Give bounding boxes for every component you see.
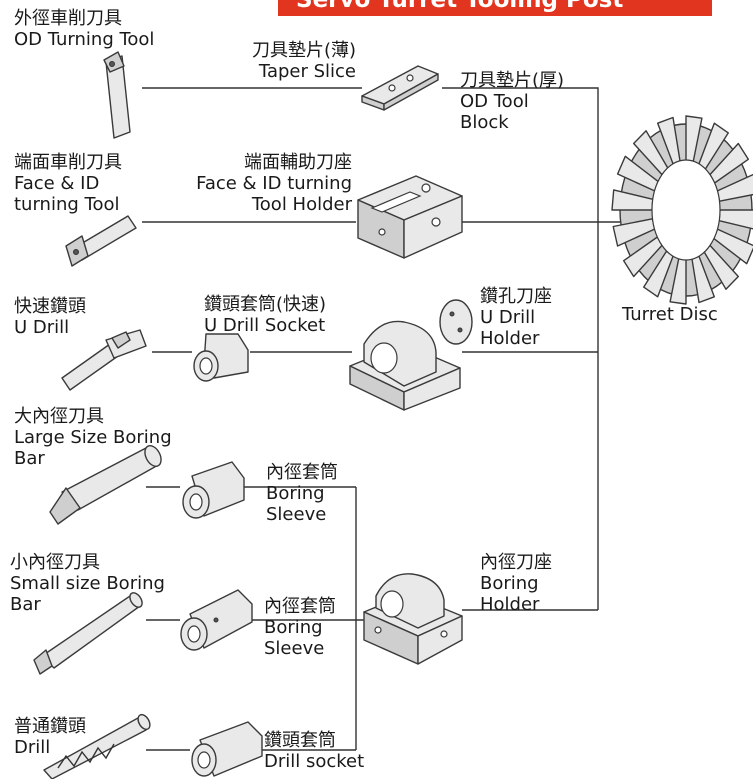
boring-sleeve-1-illustration [182,461,245,519]
label-en: Taper Slice [258,61,356,82]
label-en: Turret Disc [622,304,718,325]
label-zh: 刀具墊片(厚) [460,70,565,91]
label-en: Boring [264,617,323,638]
label-drill: 普通鑽頭 Drill [14,716,86,758]
label-boring-holder: 內徑刀座 Boring Holder [480,552,552,615]
label-en: Bar [14,448,45,469]
label-en: Tool Holder [251,194,352,215]
label-od-tool-block: 刀具墊片(厚) OD Tool Block [460,70,564,133]
label-zh: 外徑車削刀具 [14,8,122,29]
connector-trunk-right [442,87,599,610]
face-id-holder-illustration [357,175,463,259]
label-zh: 刀具墊片(薄) [251,40,356,61]
label-en: Small size Boring [10,573,165,594]
label-en: U Drill Socket [204,315,326,336]
label-face-id-holder: 端面輔助刀座 Face & ID turning Tool Holder [166,152,352,215]
label-drill-socket: 鑽頭套筒 Drill socket [264,730,364,772]
label-turret-disc: Turret Disc [622,304,718,325]
label-boring-sleeve-2: 內徑套筒 Boring Sleeve [264,596,336,659]
face-id-tool-illustration [65,215,137,267]
label-boring-sleeve-1: 內徑套筒 Boring Sleeve [266,462,338,525]
label-en: Boring [266,483,325,504]
label-en: Face & ID [14,173,100,194]
label-zh: 鑽頭套筒 [264,730,336,751]
label-zh: 內徑套筒 [266,462,338,483]
label-zh: 鑽頭套筒(快速) [204,294,327,315]
label-u-drill-holder: 鑽孔刀座 U Drill Holder [480,286,552,349]
title-bar: Servo Turret Tooling Post [278,0,712,16]
label-small-boring-bar: 小內徑刀具 Small size Boring Bar [10,552,165,615]
label-zh: 大內徑刀具 [14,406,104,427]
od-turning-tool-illustration [103,51,131,139]
label-en: Large Size Boring [14,427,172,448]
label-en: Holder [480,594,540,615]
label-en: Boring [480,573,539,594]
label-u-drill-socket: 鑽頭套筒(快速) U Drill Socket [204,294,326,336]
taper-slice-illustration [361,65,439,111]
page-title: Servo Turret Tooling Post [296,0,624,13]
label-zh: 鑽孔刀座 [480,286,552,307]
u-drill-holder-illustration [349,299,473,411]
turret-center-bore [651,159,721,261]
label-zh: 普通鑽頭 [14,716,86,737]
label-zh: 快速鑽頭 [14,296,86,317]
label-en: Block [460,112,509,133]
label-en: Bar [10,594,41,615]
label-en: U Drill [14,317,70,338]
label-en: Drill socket [264,751,365,772]
connector-lines [142,87,620,751]
label-zh: 小內徑刀具 [10,552,100,573]
boring-holder-illustration [363,573,463,665]
label-en: U Drill [480,307,536,328]
label-en: Drill [14,737,51,758]
u-drill-illustration [61,329,147,391]
label-en: Sleeve [266,504,327,525]
label-u-drill: 快速鑽頭 U Drill [14,296,86,338]
label-en: turning Tool [14,194,120,215]
u-drill-socket-illustration [193,333,249,382]
label-od-turning-tool: 外徑車削刀具 OD Turning Tool [14,8,154,50]
label-zh: 端面車削刀具 [14,152,122,173]
label-en: Face & ID turning [196,173,352,194]
drill-socket-illustration [191,721,263,777]
large-boring-bar-illustration [49,445,162,525]
label-zh: 端面輔助刀座 [244,152,352,173]
label-en: Sleeve [264,638,325,659]
boring-sleeve-2-illustration [180,589,253,651]
label-en: OD Tool [460,91,529,112]
label-large-boring-bar: 大內徑刀具 Large Size Boring Bar [14,406,172,469]
label-en: OD Turning Tool [14,29,155,50]
small-boring-bar-illustration [33,592,143,675]
drill-illustration [43,713,151,779]
label-zh: 內徑刀座 [480,552,552,573]
label-en: Holder [480,328,540,349]
label-taper-slice: 刀具墊片(薄) Taper Slice [228,40,356,82]
turret-disc-illustration [611,115,753,305]
label-face-id-tool: 端面車削刀具 Face & ID turning Tool [14,152,122,215]
label-zh: 內徑套筒 [264,596,336,617]
